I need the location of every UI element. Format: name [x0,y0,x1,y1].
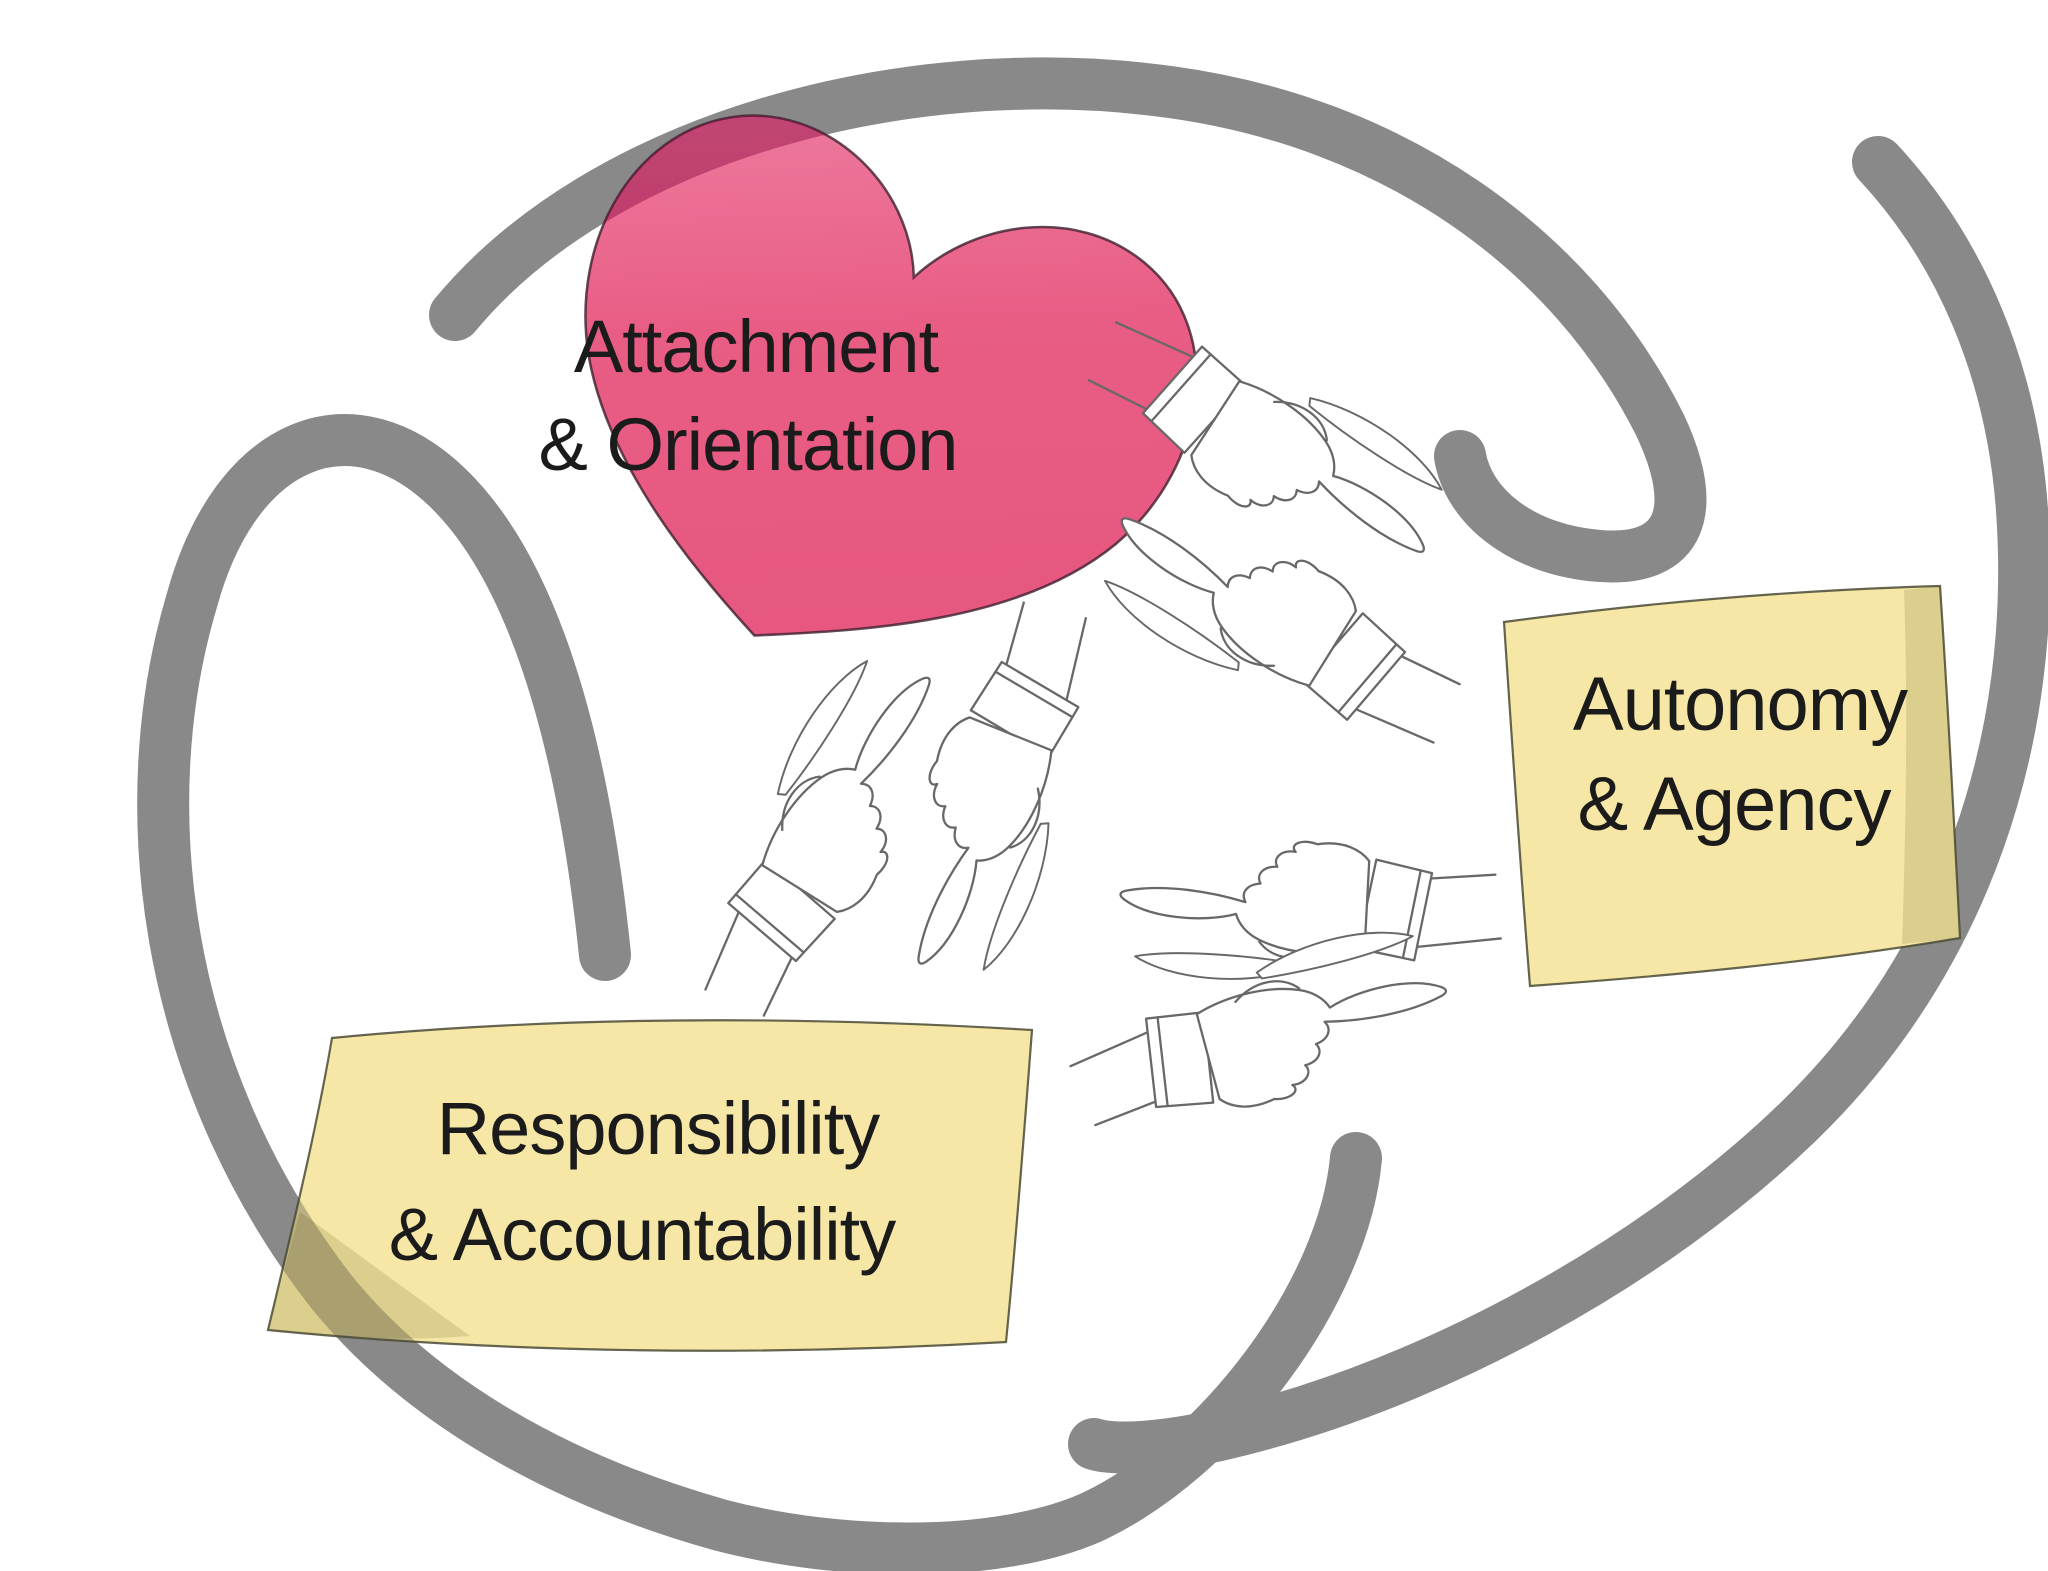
cycle-arrow-left-bottom [137,414,1382,1571]
pointing-hand-icon [861,584,1138,995]
sticky-note-responsibility [266,1019,1034,1352]
autonomy-label-line2: & Agency [1577,762,1891,847]
note-fold [268,1212,470,1339]
sticky-note-autonomy [1502,584,1962,988]
autonomy-label-line1: Autonomy [1573,662,1908,747]
heart-label-line1: Attachment [574,305,940,388]
heart-label-line2: & Orientation [539,403,958,486]
pointing-hand-icon [657,635,983,1037]
responsibility-label-line1: Responsibility [437,1087,881,1170]
cycle-arrow-right [1068,136,2048,1474]
responsibility-label-line2: & Accountability [389,1193,896,1276]
